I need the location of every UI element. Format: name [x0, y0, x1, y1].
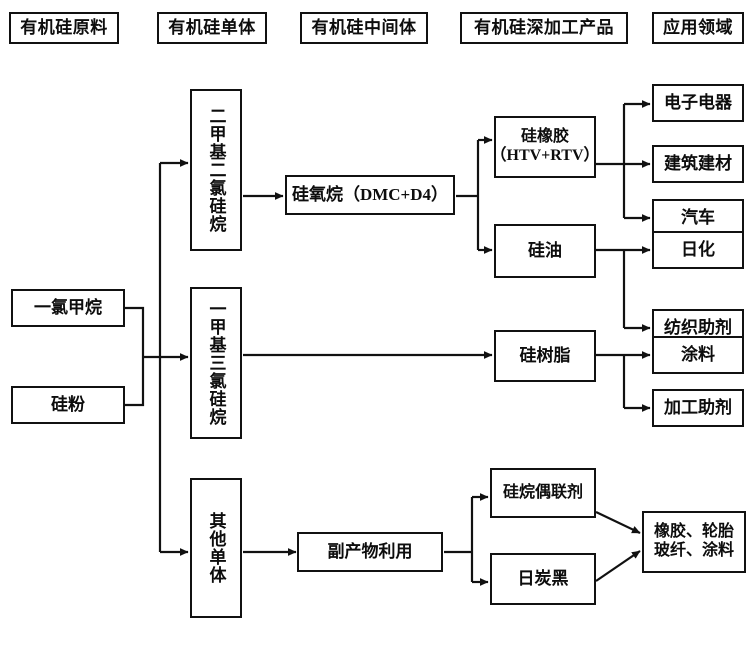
node-label: 硅粉 — [51, 394, 85, 414]
node-label: 汽车 — [681, 207, 715, 227]
node-application-rubber-tire-glassfiber-coating[interactable]: 橡胶、轮胎 玻纤、涂料 — [642, 511, 746, 573]
node-label-line2: （HTV+RTV） — [490, 147, 600, 164]
header-applications: 应用领域 — [652, 12, 744, 44]
node-label: 二甲基二氯硅烷 — [206, 107, 226, 233]
node-application-construction[interactable]: 建筑建材 — [652, 145, 744, 183]
node-label: 硅烷偶联剂 — [502, 484, 583, 502]
node-label: 涂料 — [681, 344, 715, 364]
node-product-silane-coupling-agent[interactable]: 硅烷偶联剂 — [490, 468, 596, 518]
node-raw-silicon-powder[interactable]: 硅粉 — [11, 386, 125, 424]
header-monomers: 有机硅单体 — [157, 12, 267, 44]
header-label: 有机硅原料 — [20, 17, 108, 37]
node-product-silicone-rubber[interactable]: 硅橡胶 （HTV+RTV） — [491, 116, 600, 178]
node-label: 纺织助剂 — [664, 317, 732, 337]
node-label: 硅氧烷（DMC+D4） — [291, 184, 449, 204]
header-raw-materials: 有机硅原料 — [9, 12, 119, 44]
header-label: 有机硅单体 — [168, 17, 256, 37]
node-intermediate-byproduct-utilization[interactable]: 副产物利用 — [297, 532, 443, 572]
header-label: 应用领域 — [663, 17, 733, 37]
node-label: 电子电器 — [664, 92, 732, 112]
header-deep-processing: 有机硅深加工产品 — [460, 12, 628, 44]
node-label: 日化 — [681, 239, 715, 259]
node-label: 加工助剂 — [664, 397, 732, 417]
node-label-line1: 硅橡胶 — [520, 128, 569, 146]
node-label: 硅树脂 — [519, 345, 571, 365]
node-label: 硅油 — [528, 240, 562, 260]
node-application-electronics[interactable]: 电子电器 — [652, 84, 744, 122]
node-label: 一氯甲烷 — [34, 297, 102, 317]
node-raw-chloromethane[interactable]: 一氯甲烷 — [11, 289, 125, 327]
node-application-coatings[interactable]: 涂料 — [652, 336, 744, 374]
node-label-line2: 玻纤、涂料 — [653, 542, 734, 559]
node-monomer-other[interactable]: 其他单体 — [190, 478, 242, 618]
node-monomer-dimethyldichlorosilane[interactable]: 二甲基二氯硅烷 — [190, 89, 242, 251]
node-label: 日炭黑 — [517, 568, 569, 588]
node-application-daily-chemicals[interactable]: 日化 — [652, 231, 744, 269]
node-product-silicone-oil[interactable]: 硅油 — [494, 224, 596, 278]
node-label: 一甲基三氯硅烷 — [206, 300, 226, 426]
node-label-line1: 橡胶、轮胎 — [653, 523, 734, 541]
node-label: 其他单体 — [206, 512, 226, 584]
node-application-processing-aids[interactable]: 加工助剂 — [652, 389, 744, 427]
header-label: 有机硅中间体 — [311, 17, 417, 37]
node-product-silicone-resin[interactable]: 硅树脂 — [494, 330, 596, 382]
node-product-carbon-black[interactable]: 日炭黑 — [490, 553, 596, 605]
node-label: 建筑建材 — [664, 153, 732, 173]
header-intermediates: 有机硅中间体 — [300, 12, 428, 44]
node-monomer-methyltrichlorosilane[interactable]: 一甲基三氯硅烷 — [190, 287, 242, 439]
node-intermediate-siloxane[interactable]: 硅氧烷（DMC+D4） — [285, 175, 455, 215]
node-label: 副产物利用 — [327, 541, 413, 561]
header-label: 有机硅深加工产品 — [474, 17, 614, 37]
